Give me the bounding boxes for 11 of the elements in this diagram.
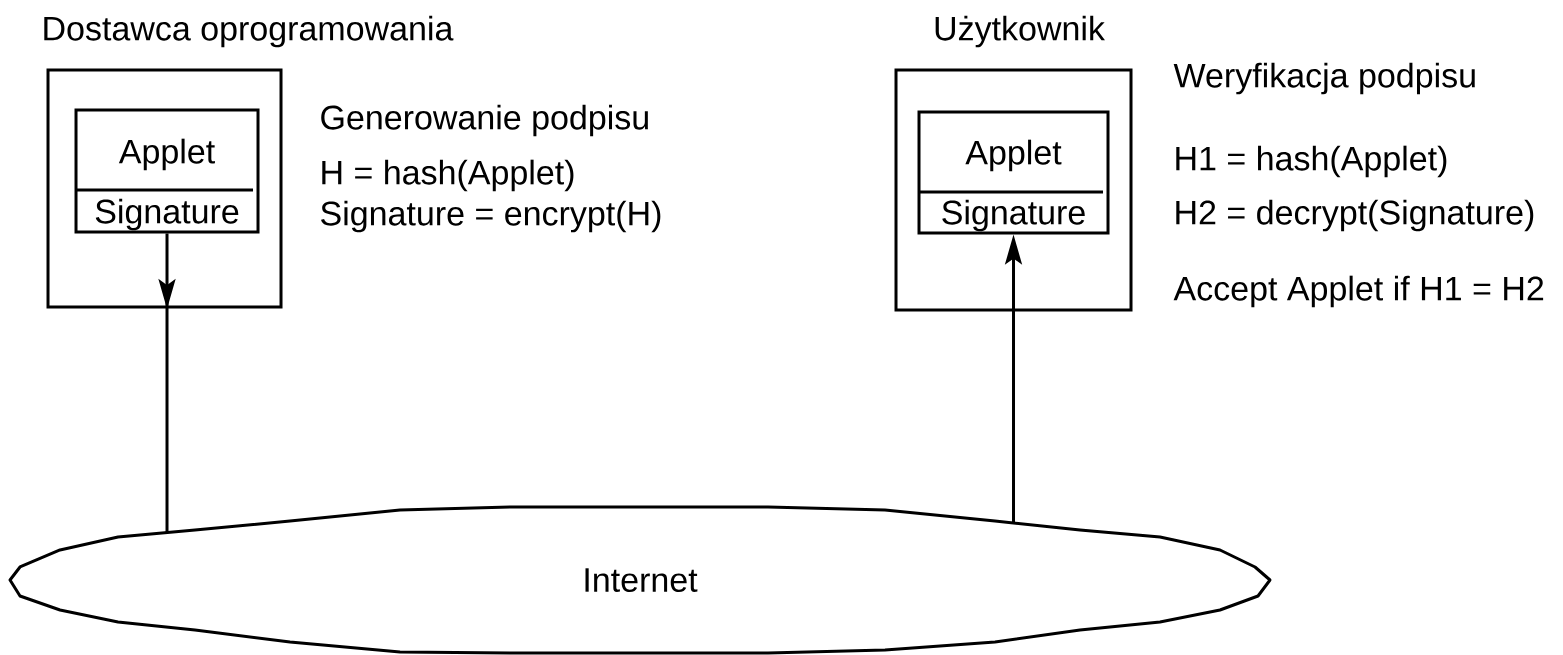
formula-text: Generowanie podpisu	[321, 104, 648, 137]
formula-text: Accept Applet if H1 = H2	[1173, 275, 1544, 308]
formula-text: H = hash(Applet)	[322, 159, 574, 192]
formula-text: H2 = decrypt(Signature)	[1176, 199, 1534, 232]
formula-text: H1 = hash(Applet)	[1176, 145, 1447, 178]
node-label: Dostawca oprogramowania	[44, 15, 454, 48]
formula-text: Signature = encrypt(H)	[321, 200, 661, 233]
class-box: Applet Signature	[74, 108, 260, 234]
formula-text: Weryfikacja podpisu	[1173, 62, 1475, 95]
node-label: Użytkownik	[935, 15, 1105, 48]
class-box: Applet Signature	[917, 110, 1110, 235]
